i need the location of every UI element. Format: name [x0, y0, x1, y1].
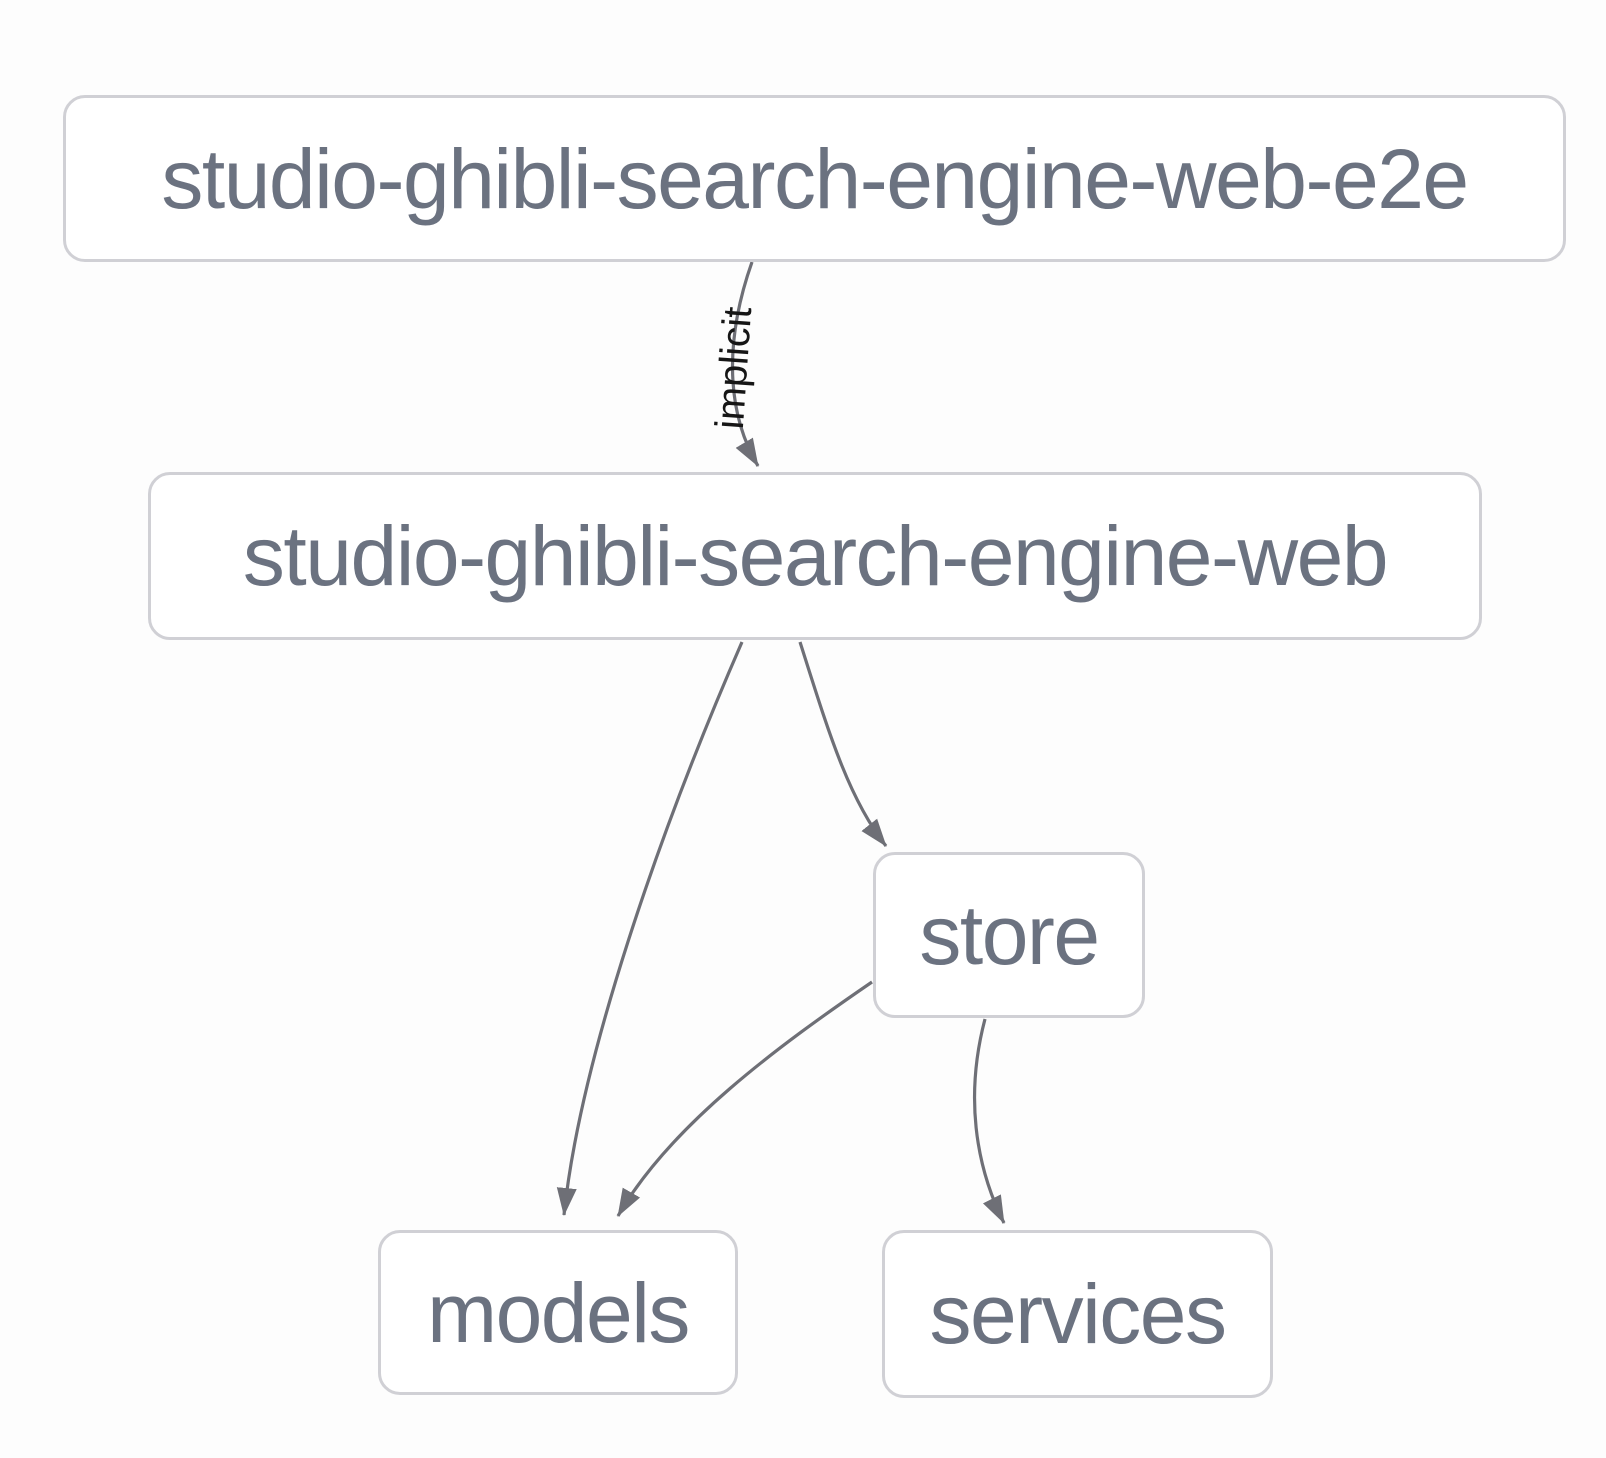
- node-label: studio-ghibli-search-engine-web-e2e: [161, 131, 1469, 226]
- node-store[interactable]: store: [873, 852, 1145, 1018]
- node-label: models: [427, 1265, 690, 1360]
- edge-e2e-to-web: [730, 261, 760, 467]
- edge-store-to-services: [972, 1018, 1006, 1224]
- edge-web-to-store: [798, 641, 888, 847]
- node-label: studio-ghibli-search-engine-web: [242, 509, 1389, 603]
- node-label: services: [929, 1267, 1227, 1361]
- node-studio-ghibli-search-engine-web[interactable]: studio-ghibli-search-engine-web: [148, 472, 1482, 640]
- edge-label-implicit: implicit: [707, 305, 761, 431]
- node-studio-ghibli-search-engine-web-e2e[interactable]: studio-ghibli-search-engine-web-e2e: [63, 95, 1566, 262]
- node-label: store: [919, 888, 1100, 982]
- edge-store-to-models: [616, 980, 873, 1217]
- edge-web-to-models: [556, 641, 744, 1216]
- node-models[interactable]: models: [378, 1230, 738, 1395]
- node-services[interactable]: services: [882, 1230, 1273, 1398]
